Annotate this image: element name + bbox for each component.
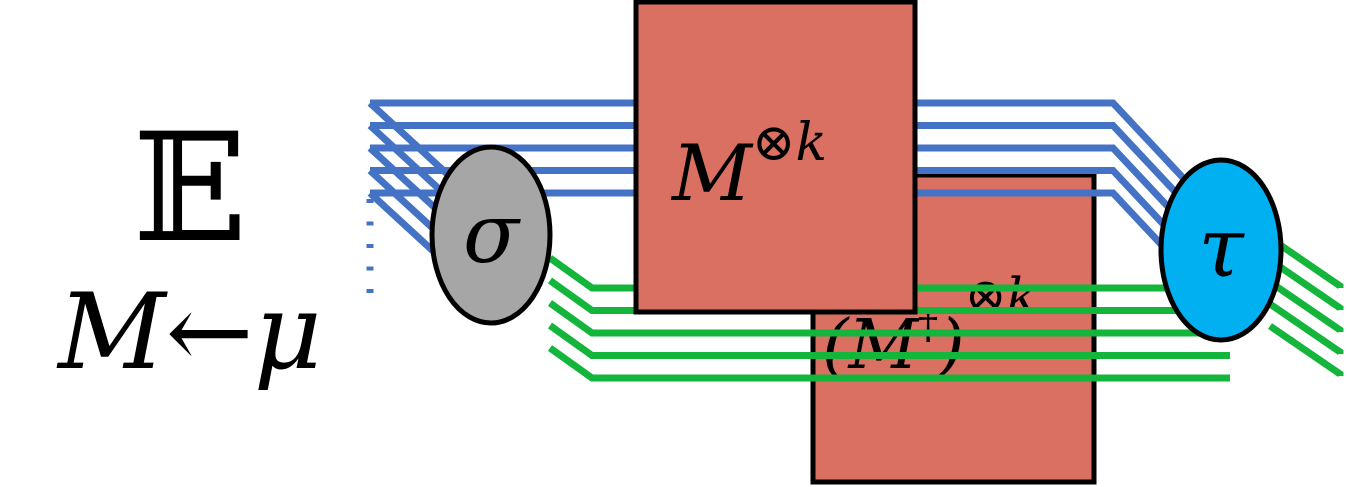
unitary-superscript: ⊗k	[752, 113, 827, 173]
expectation-operator: 𝔼 M←μ	[56, 102, 322, 393]
green-wire-right	[1268, 235, 1344, 289]
adjoint-close: )	[936, 306, 965, 385]
adjoint-block: (M†)⊗k	[810, 172, 1097, 485]
green-wire	[547, 322, 1230, 359]
unitary-block-rect	[633, 0, 918, 315]
green-wire-right	[1268, 279, 1344, 333]
green-wire	[547, 300, 1230, 337]
green-wire-right	[1268, 323, 1344, 377]
adjoint-base: (M	[822, 306, 921, 385]
tau-label: τ	[1198, 201, 1245, 296]
green-wire-right	[1268, 257, 1344, 311]
unitary-block-label: M⊗k	[670, 113, 827, 219]
unitary-block: M⊗k	[633, 0, 918, 315]
sigma-label: σ	[463, 187, 521, 282]
adjoint-block-label: (M†)⊗k	[822, 267, 1037, 385]
expectation-symbol: 𝔼	[133, 102, 247, 276]
unitary-base: M	[670, 129, 754, 219]
sigma-ellipse	[429, 144, 553, 326]
tau-state: τ	[1158, 157, 1284, 343]
sigma-state: σ	[429, 144, 553, 326]
expectation-subscript: M←μ	[56, 271, 322, 393]
green-wire	[547, 345, 1230, 382]
green-wire-right	[1268, 301, 1344, 355]
adjoint-superscript: ⊗k	[965, 267, 1037, 325]
tau-ellipse	[1158, 157, 1284, 343]
